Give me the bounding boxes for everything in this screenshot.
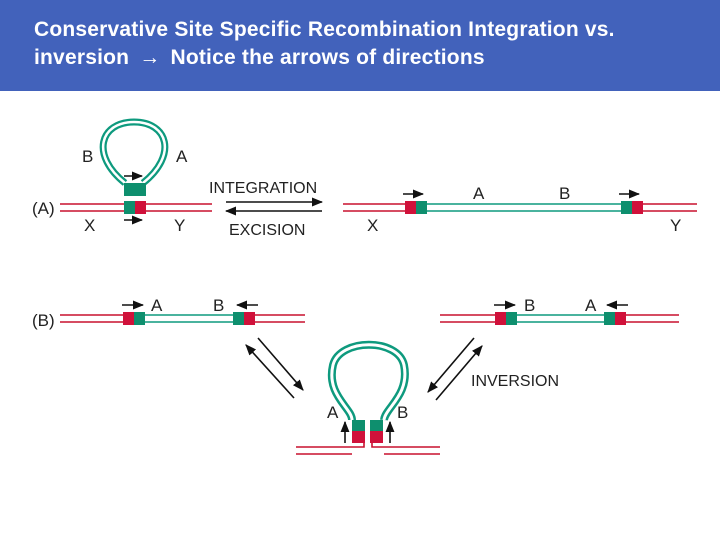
title-line-1: Conservative Site Specific Recombination…	[34, 18, 615, 41]
right-arrow-icon: →	[139, 46, 161, 69]
title-line-2: inversion → Notice the arrows of directi…	[34, 44, 714, 72]
title-line-2-end: Notice the arrows of directions	[170, 46, 485, 69]
diagram-panel	[16, 118, 704, 536]
title-line-2-start: inversion	[34, 46, 130, 69]
title-bar: Conservative Site Specific Recombination…	[0, 0, 720, 91]
slide-title: Conservative Site Specific Recombination…	[34, 16, 714, 72]
